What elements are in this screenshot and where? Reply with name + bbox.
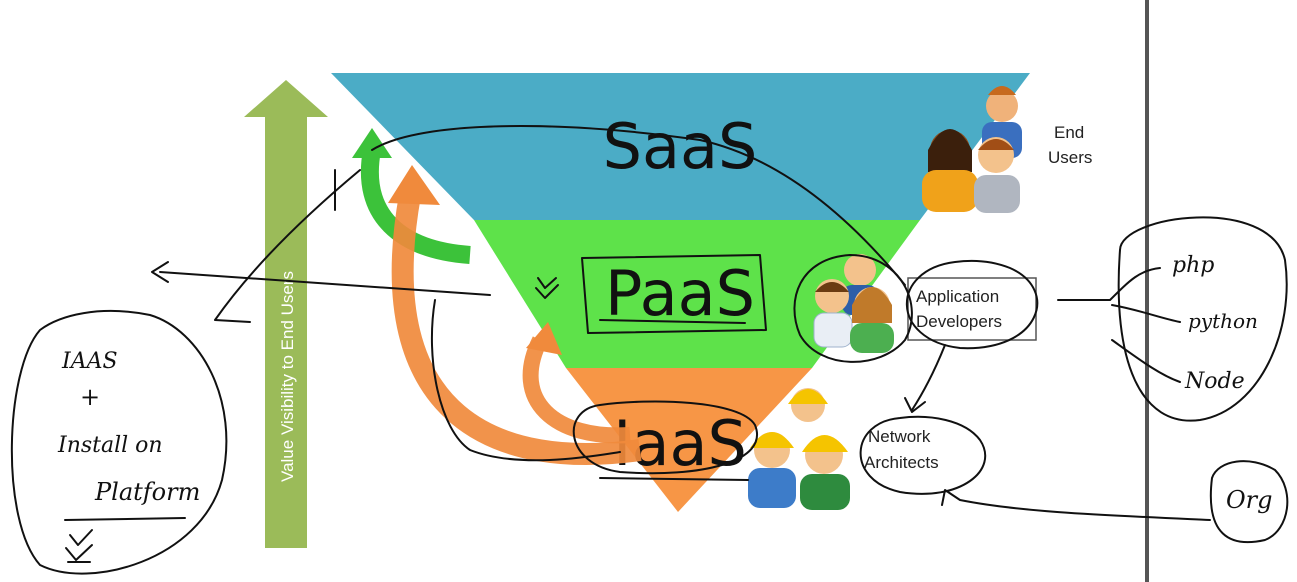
app-developers-label-line1: Application — [916, 287, 999, 306]
saas-to-left-ink — [214, 169, 361, 323]
paas-underline-ink — [599, 319, 746, 324]
left-note-circle-ink — [10, 309, 228, 575]
page-divider — [1145, 0, 1149, 582]
network-architects-label-line1: Network — [868, 427, 931, 446]
left-note-line4: Platform — [94, 478, 200, 506]
handwritten-annotations — [10, 125, 1289, 575]
developers-circle-ink — [793, 254, 913, 363]
paas-check-ink — [535, 277, 559, 299]
developer-to-list-ink — [1057, 267, 1161, 301]
paas-label: PaaS — [605, 257, 755, 330]
network-architects-label-line2: Architects — [864, 453, 939, 472]
construction-workers-icon — [748, 388, 850, 510]
left-note-underline-ink — [64, 517, 186, 521]
axis-label: Value Visibility to End Users — [278, 271, 297, 482]
list-arrow-3-ink — [1111, 339, 1181, 383]
right-list-item2: python — [1188, 309, 1258, 333]
org-note: Org — [1226, 486, 1273, 514]
iaas-loop-ink — [430, 299, 621, 462]
people-group-icon — [922, 86, 1022, 213]
saas-layer — [331, 73, 1030, 220]
left-note-line2: + — [80, 383, 100, 411]
app-developers-label-line2: Developers — [916, 312, 1002, 331]
iaas-layer — [566, 368, 812, 512]
right-list-circle-ink — [1117, 216, 1288, 422]
left-note-line3: Install on — [57, 433, 163, 458]
green-curved-arrow — [352, 128, 471, 264]
org-circle-ink — [1209, 460, 1289, 544]
left-arrow-ink — [151, 261, 491, 296]
saas-label: SaaS — [603, 110, 758, 183]
paas-box-ink — [581, 254, 767, 334]
right-list-item3: Node — [1184, 369, 1245, 394]
iaas-underline-ink — [599, 477, 749, 481]
saas-connector-ink — [371, 125, 906, 286]
app-developers-box — [907, 277, 1037, 341]
org-to-network-ink — [941, 489, 1211, 521]
orange-curved-arrow-small — [522, 322, 631, 444]
developer-to-network-ink — [904, 344, 946, 413]
left-note-line1: IAAS — [61, 349, 118, 374]
network-circle-ink — [859, 415, 987, 495]
developers-icon — [813, 254, 894, 353]
left-note-check-ink — [65, 529, 93, 563]
end-users-label-line1: End — [1054, 123, 1084, 142]
right-list-item1: php — [1172, 253, 1214, 278]
end-users-label-line2: Users — [1048, 148, 1092, 167]
iaas-circle-ink — [572, 400, 758, 475]
value-visibility-arrow: Value Visibility to End Users — [244, 80, 328, 548]
developer-box-circle-ink — [905, 259, 1039, 350]
